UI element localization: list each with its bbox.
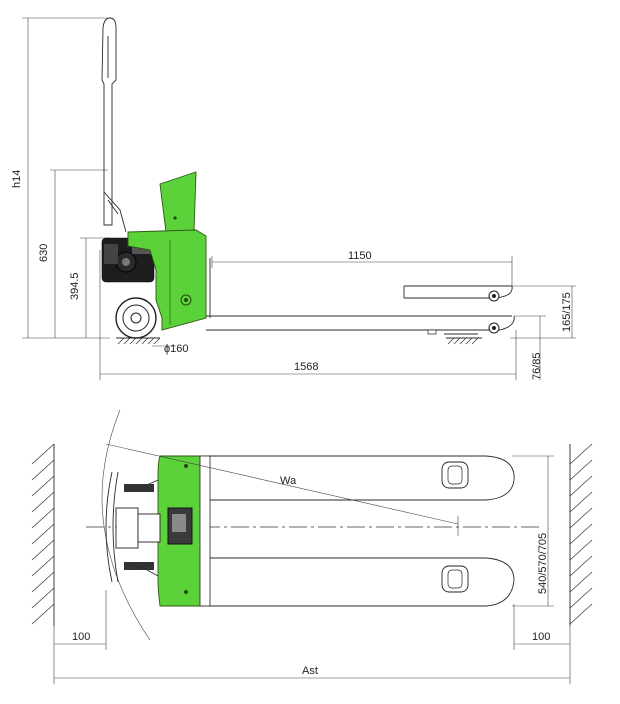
turning-radius-line (105, 443, 459, 525)
side-view: h14 630 394.5 (11, 17, 576, 380)
tiller-handle (101, 17, 127, 233)
wall-right (569, 443, 593, 626)
dim-clearance-right: 100 (532, 631, 550, 643)
dim-turning-radius: Wa (280, 475, 297, 487)
steering-wheel (115, 297, 157, 339)
dim-line-fork-width (512, 455, 554, 607)
fork-side (206, 258, 515, 335)
dim-line-fork-length (211, 256, 513, 290)
dim-394-5: 394.5 (69, 272, 81, 300)
dim-fork-height: 165/175 (561, 292, 573, 332)
ground-hatch-front (116, 337, 161, 345)
dim-clearance-left: 100 (72, 631, 90, 643)
dim-line-overall-length (99, 250, 517, 380)
dim-line-clearance-left (54, 590, 107, 650)
chassis-body (127, 171, 207, 331)
dim-fork-length: 1150 (348, 250, 372, 262)
height-dimension-lines (22, 17, 110, 339)
forks-top (208, 455, 515, 607)
dim-line-aisle-width (53, 626, 571, 684)
chassis-top (157, 455, 211, 607)
dim-630: 630 (38, 244, 50, 262)
dim-overall-length: 1568 (294, 361, 318, 373)
ground-hatch-rear (446, 337, 482, 345)
dim-h14: h14 (11, 170, 23, 188)
tiller-top (105, 471, 161, 583)
dim-lowered-height: 76/85 (531, 352, 543, 380)
dim-line-clearance-right (513, 604, 570, 650)
turning-arc (101, 409, 151, 641)
top-view: Wa 540/570/705 100 100 Ast (31, 409, 593, 684)
dim-fork-width: 540/570/705 (537, 533, 549, 594)
dim-line-fork-heights (510, 285, 576, 380)
dim-aisle-width: Ast (302, 665, 318, 677)
wall-left (31, 443, 55, 626)
dim-wheel-diameter: ϕ160 (164, 343, 189, 355)
